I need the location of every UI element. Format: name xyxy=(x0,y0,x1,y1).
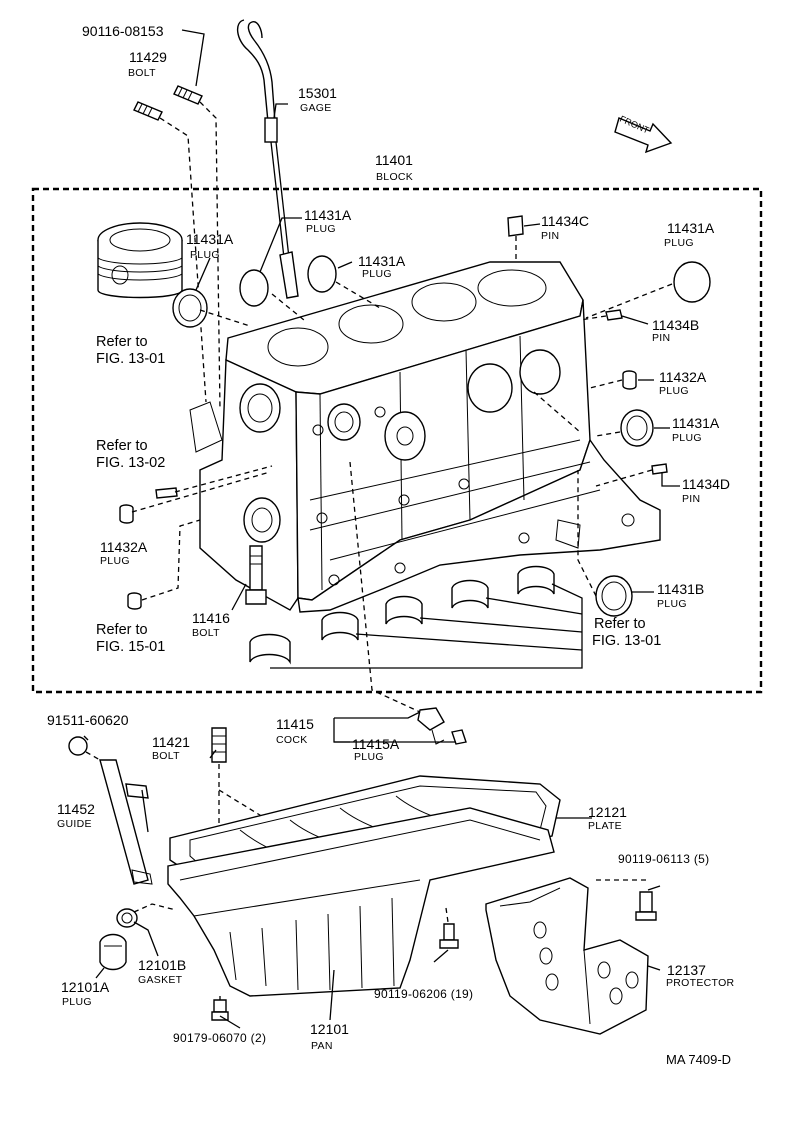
oil-pan xyxy=(167,807,555,997)
bolt-90119-06206 xyxy=(439,923,459,949)
part-name-12137: PROTECTOR xyxy=(666,977,735,989)
bolt-11416 xyxy=(245,545,267,605)
part-number-11452: 11452 xyxy=(57,801,95,817)
oil-level-gage xyxy=(237,19,299,299)
part-number-90119-06113: 90119-06113 (5) xyxy=(618,852,710,866)
part-name-11429: BOLT xyxy=(128,67,156,79)
part-name-11415: COCK xyxy=(276,734,308,746)
diagram-code: MA 7409-D xyxy=(666,1052,732,1067)
part-name-11434C: PIN xyxy=(541,230,560,242)
part-number-11432A-left: 11432A xyxy=(100,539,148,555)
pin-fig-13-02 xyxy=(155,487,178,499)
pin-11434C xyxy=(507,215,524,237)
bolt-90179-06070 xyxy=(211,999,229,1021)
part-number-12101B: 12101B xyxy=(138,957,187,973)
pin-11434D xyxy=(651,463,668,475)
part-number-12101A: 12101A xyxy=(61,979,110,995)
refer-bearings-line2: FIG. 13-01 xyxy=(592,633,662,649)
part-name-11431B: PLUG xyxy=(657,598,687,610)
main-bearings xyxy=(249,565,555,665)
drain-cock xyxy=(417,707,467,745)
part-number-11434B: 11434B xyxy=(652,317,700,333)
bolt-90119-06113 xyxy=(635,891,657,921)
plug-11431A-right xyxy=(673,261,711,303)
part-name-12101B: GASKET xyxy=(138,974,183,986)
part-name-11416: BOLT xyxy=(192,627,220,639)
part-number-11415A: 11415A xyxy=(352,736,400,752)
part-name-11431A-right: PLUG xyxy=(664,237,694,249)
part-name-12121: PLATE xyxy=(588,820,622,832)
part-name-11434D: PIN xyxy=(682,493,701,505)
front-arrow-icon xyxy=(614,117,673,154)
part-name-12101A: PLUG xyxy=(62,996,92,1008)
part-name-11401: BLOCK xyxy=(376,171,414,183)
part-number-15301: 15301 xyxy=(298,85,337,101)
part-number-11434C: 11434C xyxy=(541,213,590,229)
pin-11434B xyxy=(605,309,623,321)
part-number-11431A-right: 11431A xyxy=(667,220,715,236)
refer-15-01-line2: FIG. 15-01 xyxy=(96,639,166,655)
piston-reference xyxy=(97,222,183,299)
plug-11431A-left xyxy=(172,288,208,328)
part-name-12101: PAN xyxy=(311,1040,333,1052)
part-name-11452: GUIDE xyxy=(57,818,92,830)
part-name-11431A-top: PLUG xyxy=(306,223,336,235)
part-number-11431A-left: 11431A xyxy=(186,231,234,247)
part-number-11431B: 11431B xyxy=(657,581,705,597)
bolt-11421 xyxy=(211,727,227,763)
part-name-11431A-left: PLUG xyxy=(190,249,220,261)
plug-11431A-top xyxy=(239,269,269,307)
part-number-11429: 11429 xyxy=(129,49,167,65)
part-name-11434B: PIN xyxy=(652,332,671,344)
part-name-11421: BOLT xyxy=(152,750,180,762)
cylinder-block xyxy=(189,261,661,613)
plug-11431A-mid xyxy=(307,255,337,293)
refer-13-02-line2: FIG. 13-02 xyxy=(96,455,166,471)
plug-fig-15-01 xyxy=(127,592,142,610)
refer-bearings-line1: Refer to xyxy=(594,616,646,632)
part-number-11421: 11421 xyxy=(152,734,190,750)
drain-plug xyxy=(99,933,127,971)
plug-11431A-lower xyxy=(620,409,654,447)
part-number-90119-06206: 90119-06206 (19) xyxy=(374,987,474,1001)
part-number-11401: 11401 xyxy=(375,152,413,168)
block-assembly-boundary xyxy=(31,187,763,694)
part-name-11432A-left: PLUG xyxy=(100,555,130,567)
part-name-11415A: PLUG xyxy=(354,751,384,763)
plug-11432A-left xyxy=(119,504,134,524)
part-number-12137: 12137 xyxy=(667,962,706,978)
refer-13-02-line1: Refer to xyxy=(96,438,148,454)
drain-plug-gasket xyxy=(116,908,138,928)
plug-11432A-right xyxy=(622,370,637,390)
refer-15-01-line1: Refer to xyxy=(96,622,148,638)
part-number-11431A-top: 11431A xyxy=(304,207,352,223)
bolt-11429 xyxy=(133,101,163,121)
part-name-11431A-mid: PLUG xyxy=(362,268,392,280)
part-number-11416: 11416 xyxy=(192,610,230,626)
pan-protector xyxy=(485,877,649,1035)
part-number-12101: 12101 xyxy=(310,1021,349,1037)
part-number-11432A-right: 11432A xyxy=(659,369,707,385)
part-number-11434D: 11434D xyxy=(682,476,731,492)
refer-piston-line1: Refer to xyxy=(96,334,148,350)
part-number-11415: 11415 xyxy=(276,716,314,732)
part-number-12121: 12121 xyxy=(588,804,627,820)
part-number-11431A-lower: 11431A xyxy=(672,415,720,431)
part-name-15301: GAGE xyxy=(300,102,332,114)
part-number-91511-60620: 91511-60620 xyxy=(47,712,129,728)
part-number-90116-08153: 90116-08153 xyxy=(82,23,164,39)
part-name-11432A-right: PLUG xyxy=(659,385,689,397)
part-number-11431A-mid: 11431A xyxy=(358,253,406,269)
part-name-11431A-lower: PLUG xyxy=(672,432,702,444)
refer-piston-line2: FIG. 13-01 xyxy=(96,351,166,367)
bolt-90116-08153 xyxy=(173,85,203,105)
part-number-90179-06070: 90179-06070 (2) xyxy=(173,1031,267,1045)
